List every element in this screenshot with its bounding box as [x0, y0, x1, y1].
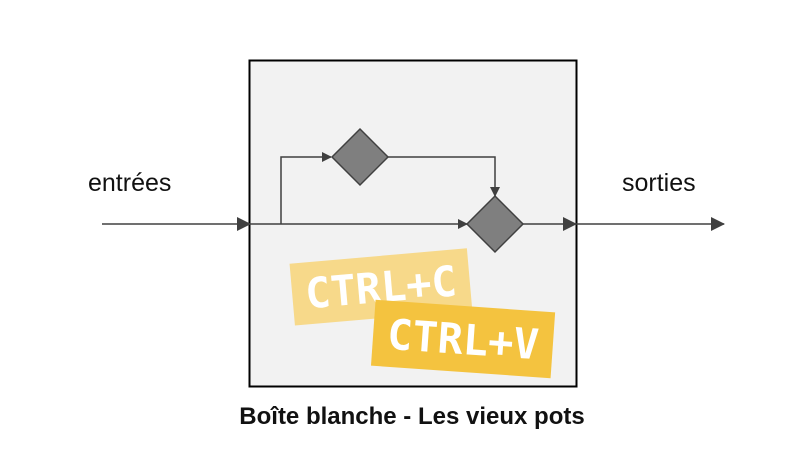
decision-diamond-bottom — [465, 194, 525, 254]
ctrl-v-label: CTRL+V — [386, 310, 541, 369]
decision-diamond-top — [330, 127, 390, 187]
merge-line — [388, 156, 500, 197]
ctrl-v-sticker-background — [370, 299, 556, 379]
branch-line — [280, 152, 332, 224]
diagram-caption: Boîte blanche - Les vieux pots — [239, 403, 584, 430]
output-label: sorties — [622, 169, 696, 197]
ctrl-v-sticker: CTRL+V — [370, 299, 556, 379]
input-label: entrées — [88, 169, 171, 197]
